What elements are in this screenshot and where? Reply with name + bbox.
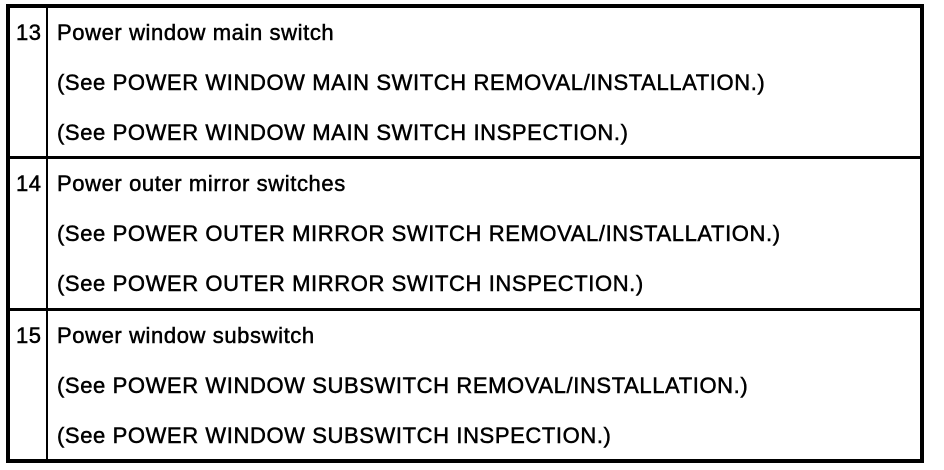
component-name: Power outer mirror switches <box>57 171 346 197</box>
parts-table: 13 Power window main switch (See POWER W… <box>6 4 924 463</box>
see-reference: (See POWER WINDOW MAIN SWITCH INSPECTION… <box>57 120 629 146</box>
table-row: 13 Power window main switch (See POWER W… <box>10 8 920 160</box>
table-row: 15 Power window subswitch (See POWER WIN… <box>10 310 920 459</box>
see-reference: (See POWER WINDOW SUBSWITCH INSPECTION.) <box>57 422 612 448</box>
row-content: Power window main switch (See POWER WIND… <box>48 8 920 156</box>
see-reference: (See POWER WINDOW MAIN SWITCH REMOVAL/IN… <box>57 70 766 96</box>
component-name: Power window subswitch <box>57 322 315 348</box>
row-content: Power window subswitch (See POWER WINDOW… <box>48 311 920 459</box>
row-number: 15 <box>10 310 48 459</box>
see-reference: (See POWER OUTER MIRROR SWITCH INSPECTIO… <box>57 271 644 297</box>
row-content: Power outer mirror switches (See POWER O… <box>48 159 920 307</box>
row-number: 14 <box>10 159 48 308</box>
component-name: Power window main switch <box>57 20 335 46</box>
see-reference: (See POWER OUTER MIRROR SWITCH REMOVAL/I… <box>57 221 781 247</box>
table-row: 14 Power outer mirror switches (See POWE… <box>10 159 920 311</box>
see-reference: (See POWER WINDOW SUBSWITCH REMOVAL/INST… <box>57 372 749 398</box>
row-number: 13 <box>10 8 48 157</box>
